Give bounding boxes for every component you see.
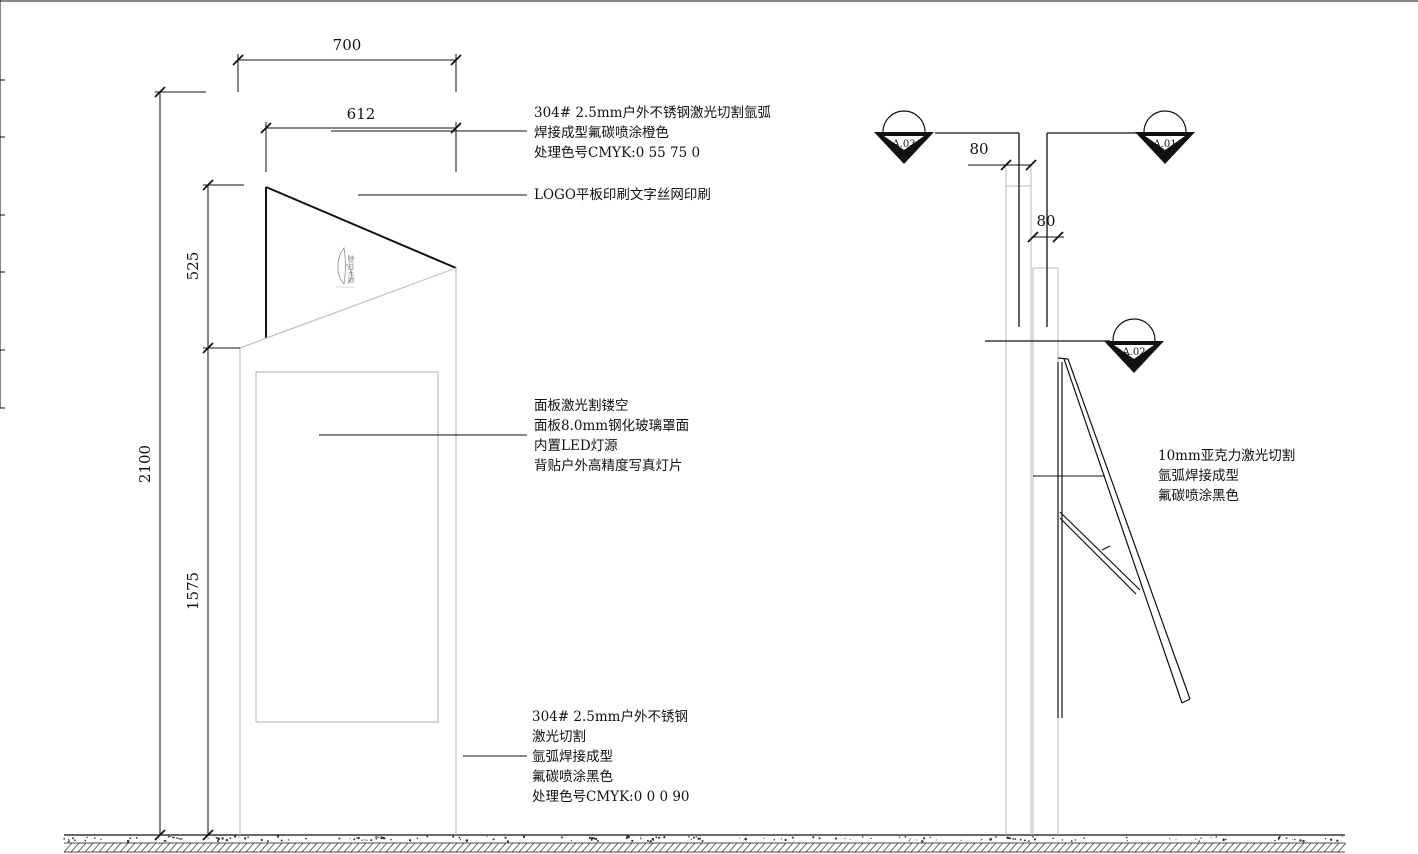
svg-text:10mm亚克力激光切割: 10mm亚克力激光切割: [1158, 447, 1295, 464]
section-tag-a02: A.02: [1104, 318, 1164, 373]
dimension-label-2100: 2100: [136, 445, 154, 483]
svg-text:A.02: A.02: [1121, 347, 1145, 358]
section-tag-a01: A.01: [1135, 110, 1195, 164]
svg-text:LOGO平板印刷文字丝网印刷: LOGO平板印刷文字丝网印刷: [534, 187, 711, 203]
light-box-panel: [255, 371, 439, 723]
dimension-label-1575: 1575: [184, 572, 202, 610]
dimension-label-612: 612: [347, 105, 376, 123]
svg-text:氩弧焊接成型: 氩弧焊接成型: [532, 748, 613, 765]
inclined-panel: [1057, 357, 1191, 718]
dimension-700: [232, 54, 462, 92]
svg-text:304# 2.5mm户外不锈钢激光切割氩弧: 304# 2.5mm户外不锈钢激光切割氩弧: [534, 104, 771, 121]
note-base-steel: 304# 2.5mm户外不锈钢 激光切割 氩弧焊接成型 氟碳喷涂黑色 处理色号C…: [532, 708, 690, 805]
note-logo: LOGO平板印刷文字丝网印刷: [534, 187, 711, 203]
svg-text:背贴户外高精度写真灯片: 背贴户外高精度写真灯片: [534, 457, 683, 474]
svg-text:304# 2.5mm户外不锈钢: 304# 2.5mm户外不锈钢: [532, 708, 688, 725]
sign-front-elevation: 映月天地: [239, 186, 457, 835]
svg-text:处理色号CMYK:0 0 0 90: 处理色号CMYK:0 0 0 90: [532, 788, 690, 805]
top-cap: [265, 186, 457, 338]
logo-text: 映月天地: [347, 254, 355, 283]
ground: [63, 834, 1347, 853]
note-panel: 面板激光割镂空 面板8.0mm钢化玻璃罩面 内置LED灯源 背贴户外高精度写真灯…: [534, 397, 689, 474]
dimension-2100: [154, 86, 206, 841]
svg-text:内置LED灯源: 内置LED灯源: [534, 438, 618, 454]
note-top-steel: 304# 2.5mm户外不锈钢激光切割氩弧 焊接成型氟碳喷涂橙色 处理色号CMY…: [534, 104, 771, 161]
svg-text:激光切割: 激光切割: [532, 728, 586, 745]
svg-text:A.01: A.01: [1152, 139, 1176, 150]
dimension-525-1575: [202, 179, 244, 841]
svg-text:焊接成型氟碳喷涂橙色: 焊接成型氟碳喷涂橙色: [534, 124, 669, 141]
note-acrylic: 10mm亚克力激光切割 氩弧焊接成型 氟碳喷涂黑色: [1158, 447, 1295, 504]
ground-hatch: [63, 842, 1347, 853]
dimension-label-700: 700: [333, 36, 362, 54]
dimension-label-80-lower: 80: [1036, 212, 1055, 230]
logo-mark: [337, 246, 353, 285]
svg-text:处理色号CMYK:0 55 75 0: 处理色号CMYK:0 55 75 0: [534, 144, 700, 161]
ground-dots: [63, 835, 1343, 843]
svg-text:映月天地: 映月天地: [347, 254, 355, 283]
section-tag-a03: A.03: [874, 110, 934, 164]
dimension-612: [260, 122, 462, 172]
dimension-80-lower: [1027, 231, 1064, 243]
dimension-label-80-top: 80: [969, 140, 988, 158]
leader-lines-front: [319, 130, 527, 757]
dimension-label-525: 525: [184, 252, 202, 281]
dimension-80-top: [968, 159, 1037, 171]
drawing-frame: [0, 0, 1418, 409]
svg-text:氟碳喷涂黑色: 氟碳喷涂黑色: [1158, 487, 1239, 504]
svg-text:A.03: A.03: [891, 139, 915, 150]
sign-side-elevation: [935, 132, 1191, 835]
svg-text:面板激光割镂空: 面板激光割镂空: [534, 397, 629, 414]
svg-text:氟碳喷涂黑色: 氟碳喷涂黑色: [532, 768, 613, 785]
svg-text:面板8.0mm钢化玻璃罩面: 面板8.0mm钢化玻璃罩面: [534, 417, 689, 434]
svg-text:氩弧焊接成型: 氩弧焊接成型: [1158, 467, 1239, 484]
